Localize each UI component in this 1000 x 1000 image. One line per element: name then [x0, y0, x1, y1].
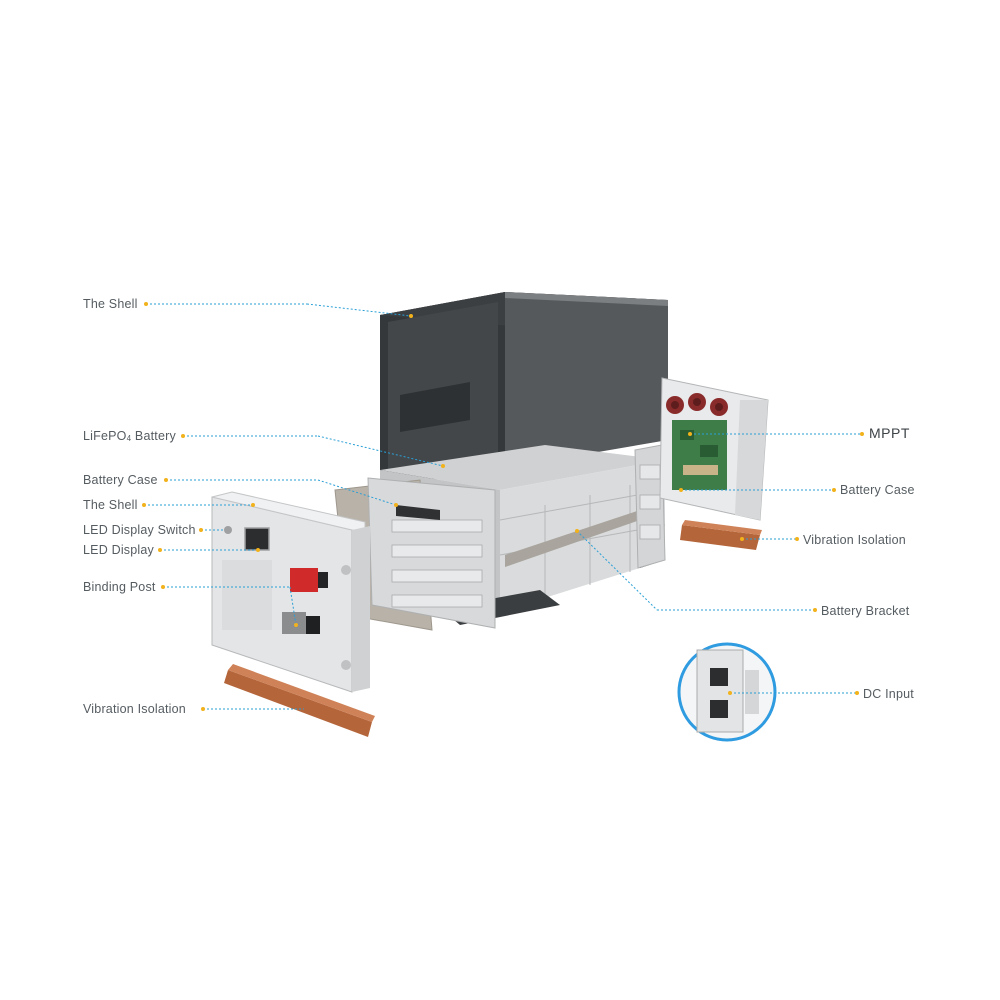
leader-dots	[142, 302, 864, 711]
label-lifepo4-tail: Battery	[131, 429, 176, 443]
label-vibration-isolation-right: Vibration Isolation	[803, 533, 906, 547]
label-binding-post: Binding Post	[83, 580, 156, 594]
label-the-shell-top: The Shell	[83, 297, 138, 311]
label-vibration-isolation-left: Vibration Isolation	[83, 702, 186, 716]
leader-lines	[144, 303, 862, 710]
vibration-isolation-right-strip	[680, 520, 762, 550]
front-panel-shell	[211, 491, 370, 693]
label-battery-case-left: Battery Case	[83, 473, 158, 487]
dc-input-callout	[677, 642, 777, 742]
label-battery-case-right: Battery Case	[840, 483, 915, 497]
shell-housing	[380, 292, 668, 488]
label-lifepo4-battery: LiFePO4 Battery	[83, 429, 176, 446]
label-the-shell-front: The Shell	[83, 498, 138, 512]
label-battery-bracket: Battery Bracket	[821, 604, 910, 618]
label-lifepo4-subscript: 4	[126, 434, 132, 443]
battery-bracket	[505, 510, 640, 567]
mppt-module	[659, 377, 769, 521]
label-led-display: LED Display	[83, 543, 154, 557]
vibration-isolation-left-strip	[224, 664, 375, 737]
label-dc-input: DC Input	[863, 687, 914, 701]
label-lifepo4-main: LiFePO	[83, 429, 127, 443]
label-led-display-switch: LED Display Switch	[83, 523, 196, 537]
label-mppt: MPPT	[869, 425, 910, 441]
